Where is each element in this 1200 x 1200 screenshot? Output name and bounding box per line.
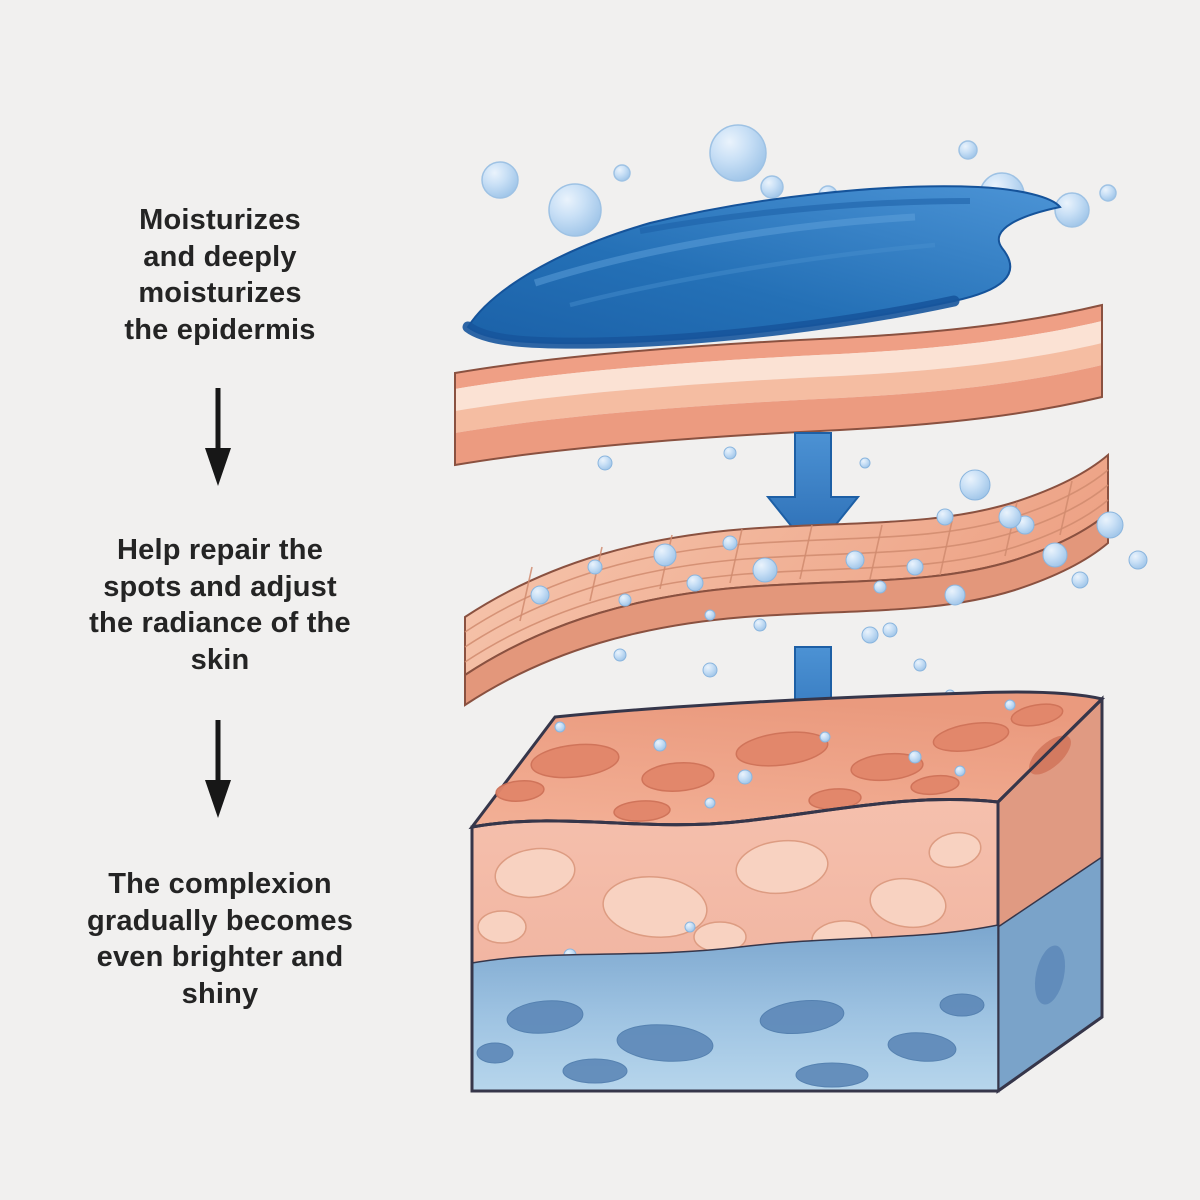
top-droplets — [554, 699, 1016, 809]
down-arrow-icon — [205, 388, 231, 486]
front-blue-blobs — [476, 993, 985, 1088]
dermis-sheet — [464, 452, 1109, 707]
serum-layer — [462, 185, 1062, 349]
skin-block — [468, 690, 1105, 1094]
caption-moisturize: Moisturizes and deeply moisturizes the e… — [124, 204, 316, 346]
epidermis-strip — [454, 303, 1103, 467]
caption-repair: Help repair the spots and adjust the rad… — [89, 534, 351, 676]
caption-complexion: The complexion gradually becomes even br… — [86, 868, 354, 1010]
skin-diagram — [454, 124, 1148, 1094]
droplets-group — [530, 446, 1148, 607]
down-arrow-icon — [205, 720, 231, 818]
